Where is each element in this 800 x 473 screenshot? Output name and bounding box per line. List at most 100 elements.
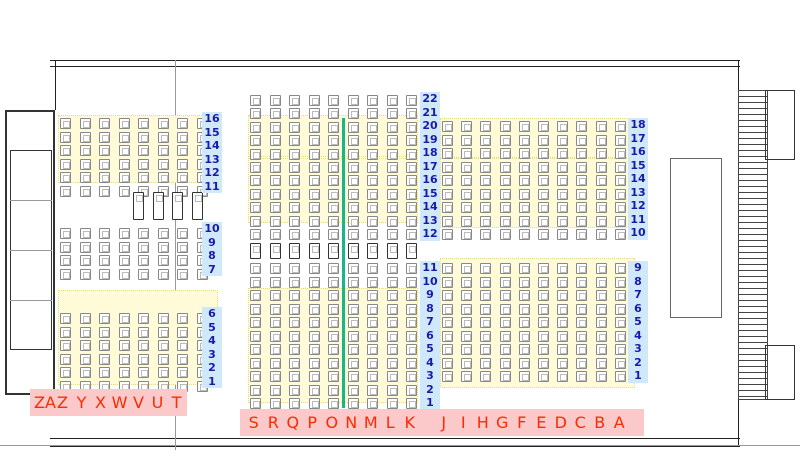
seat-middle[interactable] bbox=[308, 215, 320, 227]
seat-left[interactable] bbox=[60, 158, 71, 170]
seat-middle[interactable] bbox=[250, 317, 261, 328]
seat-middle[interactable] bbox=[308, 135, 320, 147]
seat-middle[interactable] bbox=[308, 276, 320, 288]
seat-middle[interactable] bbox=[250, 290, 261, 301]
seat-middle[interactable] bbox=[250, 263, 261, 274]
seat-middle[interactable] bbox=[386, 384, 398, 396]
seat-middle[interactable] bbox=[347, 108, 359, 120]
seat-left[interactable] bbox=[79, 268, 91, 280]
seat-left[interactable] bbox=[79, 326, 91, 338]
seat-right[interactable] bbox=[538, 202, 549, 213]
seat-right[interactable] bbox=[614, 344, 626, 355]
seat-middle[interactable] bbox=[269, 276, 281, 288]
seat-right[interactable] bbox=[461, 121, 473, 132]
seat-right[interactable] bbox=[499, 344, 511, 355]
seat-right[interactable] bbox=[442, 290, 453, 301]
seat-right[interactable] bbox=[518, 317, 530, 328]
seat-left[interactable] bbox=[138, 326, 149, 338]
seat-middle[interactable] bbox=[289, 108, 300, 120]
seat-middle[interactable] bbox=[367, 384, 378, 396]
seat-right[interactable] bbox=[614, 161, 626, 173]
seat-middle[interactable] bbox=[269, 215, 281, 227]
seat-right[interactable] bbox=[499, 202, 511, 213]
seat-left[interactable] bbox=[79, 145, 91, 156]
seat-right[interactable] bbox=[595, 161, 607, 173]
seat-middle[interactable] bbox=[328, 215, 339, 227]
seat-middle[interactable] bbox=[386, 202, 398, 214]
seat-right[interactable] bbox=[499, 215, 511, 227]
seat-right[interactable] bbox=[480, 371, 492, 382]
seat-right[interactable] bbox=[595, 276, 607, 288]
seat-cross-aisle[interactable] bbox=[308, 243, 320, 259]
seat-left[interactable] bbox=[157, 228, 169, 239]
seat-middle[interactable] bbox=[289, 202, 300, 214]
seat-middle[interactable] bbox=[328, 357, 339, 369]
seat-right[interactable] bbox=[614, 148, 626, 159]
seat-right[interactable] bbox=[576, 344, 588, 355]
seat-left[interactable] bbox=[99, 158, 110, 170]
seat-left[interactable] bbox=[118, 353, 130, 365]
seat-middle[interactable] bbox=[367, 148, 378, 160]
seat-middle[interactable] bbox=[367, 108, 378, 120]
seat-left[interactable] bbox=[79, 228, 91, 239]
seat-right[interactable] bbox=[614, 330, 626, 342]
seat-middle[interactable] bbox=[250, 215, 261, 227]
seat-right[interactable] bbox=[499, 371, 511, 382]
seat-middle[interactable] bbox=[269, 344, 281, 355]
seat-middle[interactable] bbox=[367, 303, 378, 315]
seat-middle[interactable] bbox=[347, 148, 359, 160]
seat-right[interactable] bbox=[538, 134, 549, 146]
seat-right[interactable] bbox=[538, 229, 549, 240]
seat-middle[interactable] bbox=[406, 263, 417, 274]
seat-right[interactable] bbox=[538, 290, 549, 301]
seat-middle[interactable] bbox=[386, 108, 398, 120]
seat-left[interactable] bbox=[60, 145, 71, 156]
seat-right[interactable] bbox=[461, 357, 473, 369]
seat-middle[interactable] bbox=[386, 398, 398, 409]
seat-left[interactable] bbox=[157, 367, 169, 378]
seat-middle[interactable] bbox=[386, 263, 398, 274]
seat-middle[interactable] bbox=[347, 162, 359, 173]
seat-left[interactable] bbox=[79, 313, 91, 324]
seat-middle[interactable] bbox=[328, 263, 339, 274]
seat-middle[interactable] bbox=[308, 357, 320, 369]
seat-left[interactable] bbox=[118, 326, 130, 338]
seat-middle[interactable] bbox=[269, 135, 281, 147]
seat-left[interactable] bbox=[138, 268, 149, 280]
seat-middle[interactable] bbox=[250, 188, 261, 200]
seat-middle[interactable] bbox=[269, 290, 281, 301]
seat-right[interactable] bbox=[518, 215, 530, 227]
seat-left[interactable] bbox=[157, 313, 169, 324]
seat-middle[interactable] bbox=[406, 371, 417, 382]
seat-middle[interactable] bbox=[347, 276, 359, 288]
seat-right[interactable] bbox=[576, 371, 588, 382]
seat-left[interactable] bbox=[177, 268, 188, 280]
seat-middle[interactable] bbox=[328, 162, 339, 173]
seat-left[interactable] bbox=[138, 313, 149, 324]
seat-right[interactable] bbox=[614, 134, 626, 146]
seat-left[interactable] bbox=[60, 118, 71, 129]
seat-right[interactable] bbox=[576, 276, 588, 288]
seat-middle[interactable] bbox=[386, 344, 398, 355]
seat-right[interactable] bbox=[499, 317, 511, 328]
seat-right[interactable] bbox=[499, 188, 511, 200]
seat-left[interactable] bbox=[60, 255, 71, 266]
seat-middle[interactable] bbox=[406, 188, 417, 200]
seat-right[interactable] bbox=[518, 121, 530, 132]
seat-middle[interactable] bbox=[250, 384, 261, 396]
seat-right[interactable] bbox=[480, 148, 492, 159]
seat-right[interactable] bbox=[518, 330, 530, 342]
seat-right[interactable] bbox=[480, 290, 492, 301]
seat-right[interactable] bbox=[442, 317, 453, 328]
seat-right[interactable] bbox=[557, 317, 569, 328]
seat-right[interactable] bbox=[461, 215, 473, 227]
seat-middle[interactable] bbox=[347, 344, 359, 355]
seat-left[interactable] bbox=[60, 172, 71, 183]
seat-left[interactable] bbox=[118, 145, 130, 156]
seat-right[interactable] bbox=[480, 330, 492, 342]
seat-middle[interactable] bbox=[328, 175, 339, 187]
seat-left[interactable] bbox=[99, 118, 110, 129]
seat-middle[interactable] bbox=[269, 384, 281, 396]
seat-middle[interactable] bbox=[367, 276, 378, 288]
seat-right[interactable] bbox=[499, 161, 511, 173]
